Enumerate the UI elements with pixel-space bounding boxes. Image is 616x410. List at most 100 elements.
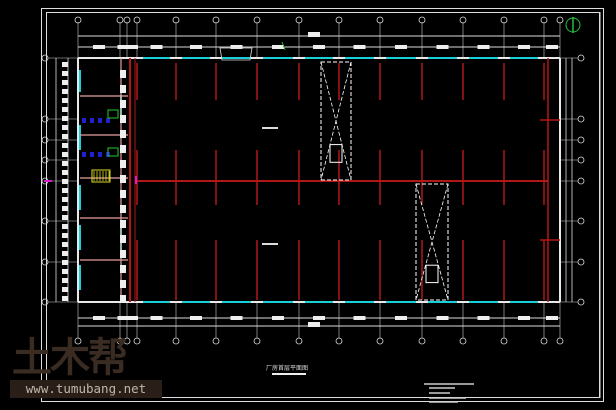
crane-area-2 bbox=[415, 183, 449, 301]
door-mark bbox=[120, 175, 126, 183]
axis-bubble-left bbox=[41, 136, 49, 144]
door-mark bbox=[120, 145, 126, 153]
door-mark bbox=[120, 250, 126, 258]
axis-bubble-right bbox=[577, 217, 585, 225]
dimension-text-bottom bbox=[518, 316, 530, 320]
stair-tread-left bbox=[62, 161, 68, 166]
door-mark bbox=[120, 190, 126, 198]
overall-dimension-bottom bbox=[308, 322, 320, 327]
door-mark bbox=[120, 160, 126, 168]
stair-tread-left bbox=[62, 71, 68, 76]
dimension-text-bottom bbox=[93, 316, 105, 320]
axis-bubble-left bbox=[41, 115, 49, 123]
axis-bubble-bottom bbox=[253, 337, 261, 345]
door-swing bbox=[107, 147, 119, 157]
dimension-text-bottom bbox=[546, 316, 558, 320]
door-mark bbox=[120, 220, 126, 228]
dimension-text-top bbox=[395, 45, 407, 49]
door-swing bbox=[107, 109, 119, 119]
dimension-text-bottom bbox=[190, 316, 202, 320]
axis-bubble-top bbox=[459, 16, 467, 24]
dimension-text-bottom bbox=[150, 316, 163, 320]
axis-bubble-bottom bbox=[295, 337, 303, 345]
dimension-text-top bbox=[477, 45, 490, 49]
door-mark bbox=[120, 70, 126, 78]
watermark: 土木帮 www.tumubang.net bbox=[10, 336, 162, 400]
dimension-text-top bbox=[93, 45, 105, 49]
dimension-text-bottom bbox=[272, 316, 284, 320]
dimension-text-top bbox=[313, 45, 325, 49]
axis-bubble-top bbox=[376, 16, 384, 24]
stair-tread-left bbox=[62, 206, 68, 211]
toilet-fixture bbox=[82, 118, 86, 123]
stair-tread-left bbox=[62, 179, 68, 184]
overall-dimension-top bbox=[308, 32, 320, 37]
axis-bubble-bottom bbox=[556, 337, 564, 345]
stair-tread-left bbox=[62, 170, 68, 175]
door-mark bbox=[120, 280, 126, 288]
door-mark bbox=[120, 265, 126, 273]
axis-bubble-right bbox=[577, 115, 585, 123]
stair-tread-left bbox=[62, 278, 68, 283]
axis-bubble-bottom bbox=[116, 337, 124, 345]
stair-tread-left bbox=[62, 296, 68, 301]
axis-bubble-right bbox=[577, 177, 585, 185]
door-mark bbox=[120, 115, 126, 123]
axis-bubble-bottom bbox=[74, 337, 82, 345]
dimension-text-top bbox=[272, 45, 284, 49]
toilet-fixture bbox=[82, 152, 86, 157]
dimension-text-bottom bbox=[313, 316, 325, 320]
entrance-canopy bbox=[219, 47, 253, 61]
watermark-url: www.tumubang.net bbox=[10, 380, 162, 398]
stair-tread-left bbox=[62, 287, 68, 292]
axis-bubble-bottom bbox=[133, 337, 141, 345]
stair-tread-left bbox=[62, 80, 68, 85]
axis-bubble-bottom bbox=[540, 337, 548, 345]
door-mark bbox=[120, 100, 126, 108]
dimension-text-top bbox=[230, 45, 243, 49]
axis-bubble-bottom bbox=[123, 337, 131, 345]
axis-bubble-top bbox=[212, 16, 220, 24]
axis-bubble-bottom bbox=[418, 337, 426, 345]
stair-tread-left bbox=[62, 197, 68, 202]
door-mark bbox=[120, 295, 126, 303]
axis-bubble-bottom bbox=[376, 337, 384, 345]
door-mark bbox=[120, 205, 126, 213]
dimension-text-bottom bbox=[477, 316, 490, 320]
axis-bubble-top bbox=[133, 16, 141, 24]
stair-tread-left bbox=[62, 188, 68, 193]
dimension-text-bottom bbox=[395, 316, 407, 320]
stair-tread-left bbox=[62, 251, 68, 256]
stair-tread-left bbox=[62, 116, 68, 121]
axis-bubble-top bbox=[172, 16, 180, 24]
toilet-fixture bbox=[90, 118, 94, 123]
floor-level-label bbox=[262, 243, 278, 245]
axis-bubble-right bbox=[577, 136, 585, 144]
axis-bubble-top bbox=[556, 16, 564, 24]
stair-tread-left bbox=[62, 215, 68, 220]
dimension-text-top bbox=[150, 45, 163, 49]
dimension-text-bottom bbox=[230, 316, 243, 320]
dimension-text-top bbox=[190, 45, 202, 49]
axis-bubble-right bbox=[577, 156, 585, 164]
axis-bubble-left bbox=[41, 298, 49, 306]
axis-bubble-left bbox=[41, 258, 49, 266]
stair-tread-left bbox=[62, 233, 68, 238]
watermark-logo: 土木帮 bbox=[12, 335, 128, 381]
stair-tread-left bbox=[62, 98, 68, 103]
axis-bubble-top bbox=[418, 16, 426, 24]
dimension-text-top bbox=[546, 45, 558, 49]
stair-yellow bbox=[91, 169, 111, 183]
dimension-text-bottom bbox=[436, 316, 449, 320]
door-mark bbox=[120, 85, 126, 93]
toilet-fixture bbox=[98, 118, 102, 123]
stair-tread-left bbox=[62, 260, 68, 265]
crane-area-2-hoist bbox=[425, 264, 439, 284]
stair-tread-left bbox=[62, 62, 68, 67]
stair-tread-left bbox=[62, 89, 68, 94]
axis-bubble-right bbox=[577, 298, 585, 306]
drawing-title: 厂房首层平面图 bbox=[265, 365, 308, 372]
axis-bubble-top bbox=[116, 16, 124, 24]
